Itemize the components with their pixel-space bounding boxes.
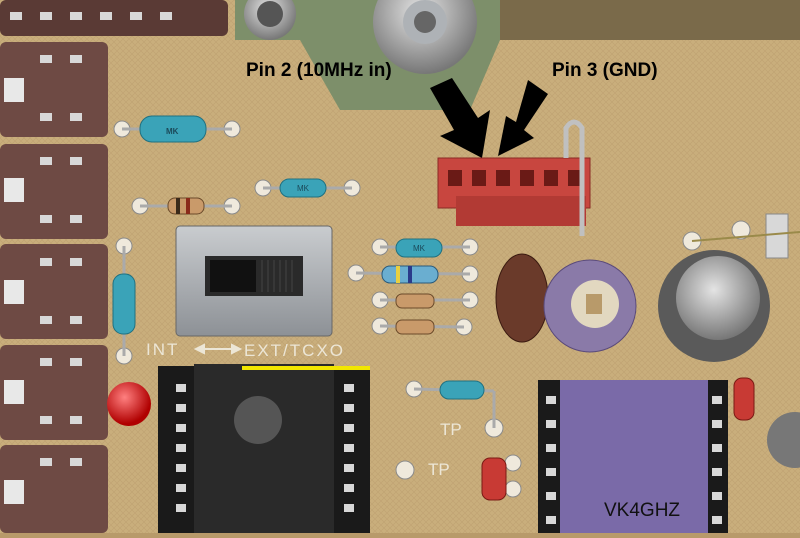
pin2-annotation: Pin 2 (10MHz in)	[246, 60, 392, 81]
resistor-r8	[395, 319, 435, 335]
pin-header-connector	[437, 119, 591, 236]
int-ext-arrow	[193, 343, 243, 355]
int-silkscreen-label: INT	[146, 340, 180, 359]
resistor-r5	[395, 238, 443, 258]
red-capacitor-tp	[481, 457, 507, 501]
svg-text:MK: MK	[413, 244, 426, 253]
dip-switch-bank	[0, 0, 228, 533]
arrow-pin3	[498, 80, 548, 156]
test-point-label-1: TP	[440, 420, 462, 439]
resistor-r7	[395, 293, 435, 309]
resistor-r1	[139, 115, 207, 143]
ceramic-capacitor	[495, 253, 549, 343]
resistors	[112, 115, 496, 428]
crystal-can	[658, 250, 770, 362]
red-capacitor-right	[733, 377, 755, 421]
red-led	[107, 382, 151, 426]
terminal-post	[765, 213, 789, 259]
test-point-label-2: TP	[428, 460, 450, 479]
ext-tcxo-silkscreen-label: EXT/TCXO	[244, 341, 346, 360]
resistor-r4	[112, 273, 136, 335]
callsign-watermark: VK4GHZ	[604, 500, 681, 521]
resistor-r2	[279, 178, 327, 198]
resistor-r9	[439, 380, 485, 400]
arrow-pin2	[430, 78, 490, 158]
ic-right	[538, 380, 728, 533]
annotation-arrows	[430, 78, 548, 158]
svg-text:MK: MK	[166, 127, 179, 136]
svg-text:MK: MK	[297, 184, 310, 193]
edge-component	[767, 412, 800, 468]
ic-socket-left	[158, 364, 370, 533]
pin3-annotation: Pin 3 (GND)	[552, 60, 658, 81]
slide-switch	[175, 225, 333, 337]
